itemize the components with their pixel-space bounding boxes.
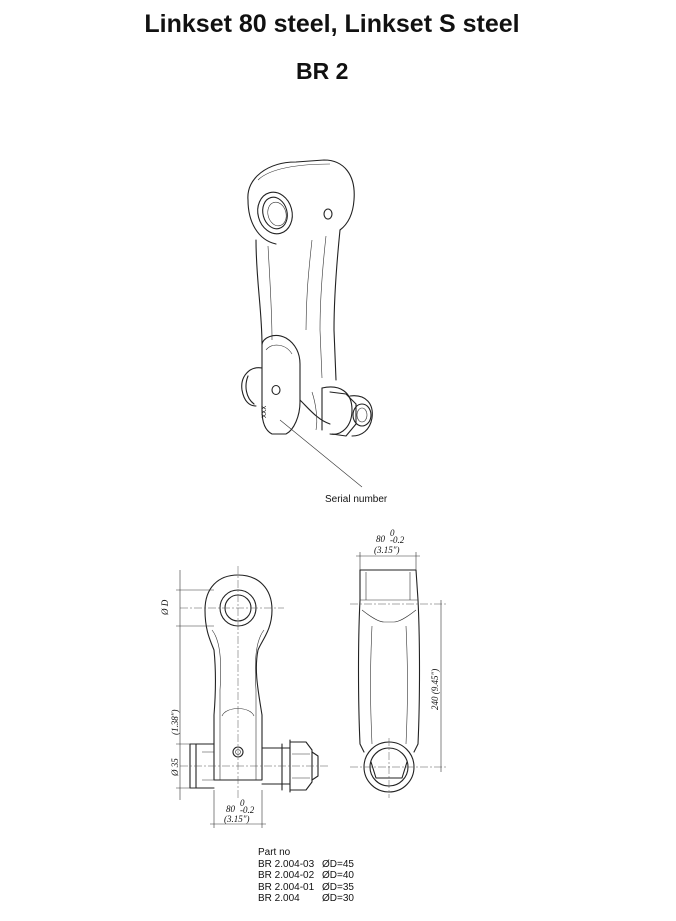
dim-top-tol-upper: 0 [390,528,395,538]
isometric-view: XXX [241,159,373,488]
dim-pin-inch: (1.38") [170,709,180,735]
front-view: Ø D (1.38") Ø 35 80 0 -0.2 (3.15") [160,566,330,828]
dim-top-tol-lower: -0.2 [390,535,405,545]
dim-bottom-width: 80 [226,804,236,814]
dim-length: 240 (9.45") [430,669,440,710]
dim-bottom-inch: (3.15") [224,814,250,824]
page-title: Linkset 80 steel, Linkset S steel [144,10,520,38]
serial-number-label: Serial number [325,494,388,505]
dim-hole-diameter: Ø D [160,599,170,616]
dim-pin-diameter: Ø 35 [170,758,180,777]
serial-marking: XXX [261,406,268,418]
dim-top-inch: (3.15") [374,545,400,555]
side-view: 80 0 -0.2 (3.15") 240 (9.45") [350,528,448,798]
page-subtitle: BR 2 [296,58,349,84]
dim-top-width: 80 [376,534,386,544]
part-list-heading: Part no [258,847,291,858]
dim-bottom-tol-lower: -0.2 [240,805,255,815]
dim-bottom-tol-upper: 0 [240,798,245,808]
